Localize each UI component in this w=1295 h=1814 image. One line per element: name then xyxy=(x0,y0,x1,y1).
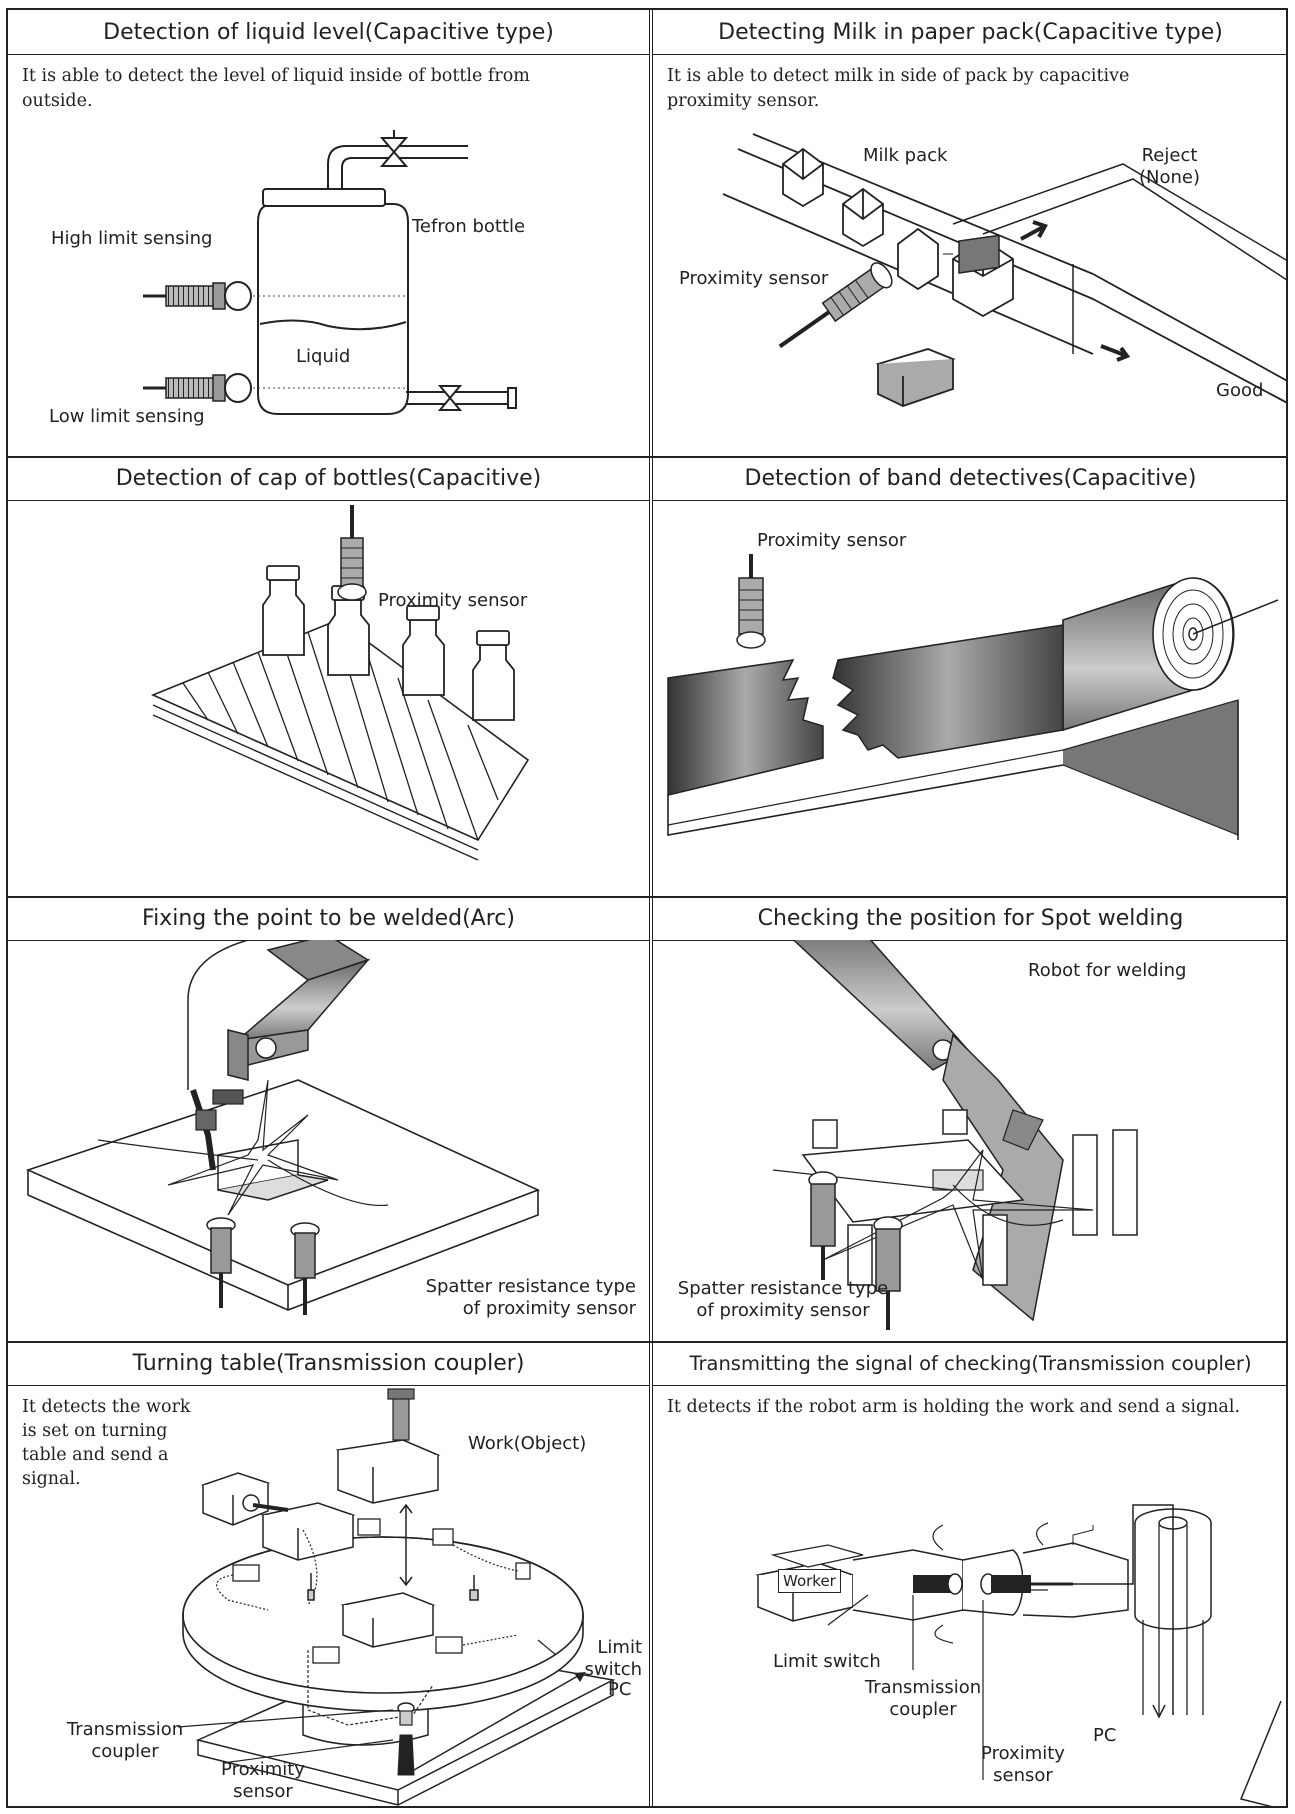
high-sensor-icon xyxy=(165,285,219,307)
row-divider xyxy=(8,456,1286,458)
panel-description: It detects if the robot arm is holding t… xyxy=(667,1397,1241,1417)
panel-description: It is able to detect milk in side of pac… xyxy=(667,66,1130,111)
row-divider xyxy=(8,1341,1286,1343)
panel-title: Fixing the point to be welded(Arc) xyxy=(8,896,649,941)
label-spatter-sensor: Spatter resistance type of proximity sen… xyxy=(677,1278,889,1321)
milk-pack-illustration xyxy=(722,133,1288,407)
label-reject: Reject (None) xyxy=(1139,145,1201,188)
proximity-sensor-icon xyxy=(808,1171,838,1280)
arrow-icon xyxy=(1020,220,1048,241)
proximity-sensor-icon xyxy=(736,554,766,649)
label-proximity-sensor: Proximity sensor xyxy=(981,1743,1065,1786)
band-detectives-illustration xyxy=(667,554,1279,840)
proximity-sensor-icon xyxy=(778,262,893,349)
panel-arc-welding: Fixing the point to be welded(Arc) xyxy=(8,896,649,1341)
panel-title: Detecting Milk in paper pack(Capacitive … xyxy=(653,10,1288,55)
proximity-sensor-icon xyxy=(913,1573,963,1595)
proximity-sensor-icon xyxy=(337,505,367,601)
arrow-icon xyxy=(1100,344,1131,362)
label-bottle: Tefron bottle xyxy=(412,216,526,237)
label-pc: PC xyxy=(608,1679,632,1700)
bottle-icon xyxy=(402,619,445,696)
panel-title: Turning table(Transmission coupler) xyxy=(8,1341,649,1386)
panel-description: It detects the work is set on turning ta… xyxy=(22,1397,191,1489)
milk-pack-icon xyxy=(897,227,939,291)
valve-icon xyxy=(437,385,463,411)
proximity-sensor-icon xyxy=(980,1573,1073,1595)
row-divider xyxy=(8,896,1286,898)
label-spatter-sensor: Spatter resistance type of proximity sen… xyxy=(425,1276,636,1319)
label-proximity-sensor: Proximity sensor xyxy=(221,1759,305,1802)
column-divider xyxy=(649,10,653,1806)
label-proximity-sensor: Proximity sensor xyxy=(757,530,907,551)
bottle-icon xyxy=(262,579,305,656)
panel-title: Detection of cap of bottles(Capacitive) xyxy=(8,456,649,501)
proximity-sensor-icon xyxy=(206,1217,236,1308)
turning-table-illustration xyxy=(177,1388,616,1806)
panel-description: It is able to detect the level of liquid… xyxy=(22,66,530,111)
panel-title: Checking the position for Spot welding xyxy=(653,896,1288,941)
label-milk-pack: Milk pack xyxy=(863,145,948,166)
bottle xyxy=(257,188,409,415)
panel-turning-table: Turning table(Transmission coupler) It d… xyxy=(8,1341,649,1808)
panel-band-detectives: Detection of band detectives(Capacitive) xyxy=(653,456,1288,896)
bottle-caps-illustration xyxy=(150,505,530,861)
panel-title: Detection of liquid level(Capacitive typ… xyxy=(8,10,649,55)
signal-transmission-illustration xyxy=(755,1504,1212,1780)
label-transmission-coupler: Transmission coupler xyxy=(864,1677,982,1720)
label-worker: Worker xyxy=(778,1569,841,1593)
label-proximity-sensor: Proximity sensor xyxy=(679,268,829,289)
page-curl-icon xyxy=(1239,1701,1282,1808)
panel-title: Detection of band detectives(Capacitive) xyxy=(653,456,1288,501)
panel-bottle-caps: Detection of cap of bottles(Capacitive) xyxy=(8,456,649,896)
valve-icon xyxy=(379,137,409,167)
label-work-object: Work(Object) xyxy=(468,1433,587,1454)
label-proximity-sensor: Proximity sensor xyxy=(378,590,528,611)
label-pc: PC xyxy=(1093,1725,1117,1746)
bottle-icon xyxy=(472,644,515,721)
panel-signal-transmission: Transmitting the signal of checking(Tran… xyxy=(653,1341,1288,1808)
label-good: Good xyxy=(1216,380,1264,401)
arc-welding-illustration xyxy=(25,940,541,1315)
label-robot: Robot for welding xyxy=(1028,960,1187,981)
label-limit-switch: Limit switch xyxy=(773,1651,881,1672)
proximity-sensor-icon xyxy=(873,1216,903,1330)
panel-liquid-level: Detection of liquid level(Capacitive typ… xyxy=(8,10,649,456)
proximity-sensor-icon xyxy=(290,1222,320,1315)
panel-spot-welding: Checking the position for Spot welding xyxy=(653,896,1288,1341)
panel-milk-pack: Detecting Milk in paper pack(Capacitive … xyxy=(653,10,1288,456)
panel-title: Transmitting the signal of checking(Tran… xyxy=(653,1341,1288,1386)
label-transmission-coupler: Transmission coupler xyxy=(66,1719,184,1762)
label-high-limit: High limit sensing xyxy=(51,228,213,249)
bottle-icon xyxy=(327,599,370,676)
label-limit-switch: Limit switch xyxy=(584,1637,642,1680)
liquid-level-illustration xyxy=(143,130,517,415)
spot-welding-illustration xyxy=(772,940,1138,1330)
applications-grid: Detection of liquid level(Capacitive typ… xyxy=(6,8,1288,1808)
label-low-limit: Low limit sensing xyxy=(49,406,205,427)
label-liquid: Liquid xyxy=(296,346,351,367)
low-sensor-icon xyxy=(165,377,219,399)
